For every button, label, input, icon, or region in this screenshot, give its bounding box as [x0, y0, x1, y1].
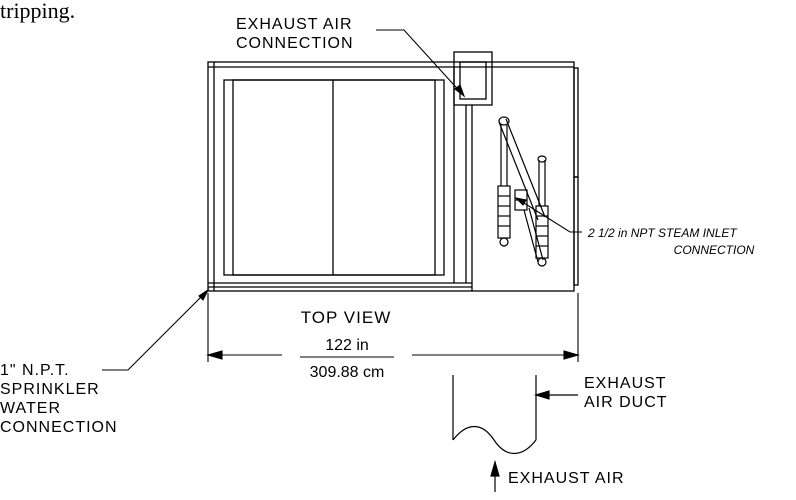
label-sprinkler-line4: CONNECTION — [0, 419, 118, 436]
leader-exhaust-connection — [376, 29, 466, 98]
filter-panel-inner — [232, 79, 436, 276]
steam-piping — [497, 116, 549, 267]
right-pipe-top — [537, 155, 547, 163]
duct-leader-arrow — [533, 390, 550, 400]
label-exhaust-duct-line1: EXHAUST — [584, 375, 667, 392]
label-exhaust-duct-line2: AIR DUCT — [584, 394, 668, 411]
leader-sprinkler — [102, 288, 210, 371]
exhaust-air-arrow — [490, 459, 500, 492]
return-pipe-b — [528, 207, 544, 261]
leader-steam-inlet — [514, 197, 582, 233]
end-cap-lower — [573, 176, 579, 286]
left-pipe-top — [498, 116, 510, 126]
end-cap-upper — [573, 67, 579, 178]
right-strainer-cap — [537, 257, 547, 267]
left-strainer — [497, 185, 511, 239]
exhaust-connection-outer — [453, 51, 493, 106]
label-sprinkler-line2: SPRINKLER — [0, 381, 100, 398]
exhaust-duct — [452, 375, 578, 455]
label-steam-inlet-line1: 2 1/2 in NPT STEAM INLET — [587, 226, 738, 240]
dim-arrow-left — [205, 350, 223, 360]
dim-arrow-right — [563, 350, 581, 360]
dimension-metric: 309.88 cm — [310, 364, 385, 381]
return-pipe-a — [523, 209, 539, 263]
diagonal-pipe-a — [498, 121, 539, 221]
unit-outline — [207, 51, 579, 292]
dimension-imperial: 122 in — [325, 337, 369, 354]
top-text-fragment: tripping. — [0, 0, 75, 23]
unit-housing — [207, 61, 575, 292]
view-title: TOP VIEW — [301, 308, 392, 327]
exhaust-connection-inner — [459, 61, 487, 100]
label-exhaust-connection-line2: CONNECTION — [236, 35, 354, 52]
label-steam-inlet-line2: CONNECTION — [674, 243, 755, 257]
label-sprinkler-line3: WATER — [0, 400, 61, 417]
label-sprinkler-line1: 1" N.P.T. — [0, 362, 70, 379]
left-strainer-cap — [499, 237, 509, 247]
overall-dimension — [205, 293, 581, 362]
label-exhaust-air: EXHAUST AIR — [508, 470, 625, 487]
filter-panel-outer — [223, 79, 445, 276]
duct-break — [452, 425, 537, 455]
label-exhaust-connection-line1: EXHAUST AIR — [236, 16, 353, 33]
